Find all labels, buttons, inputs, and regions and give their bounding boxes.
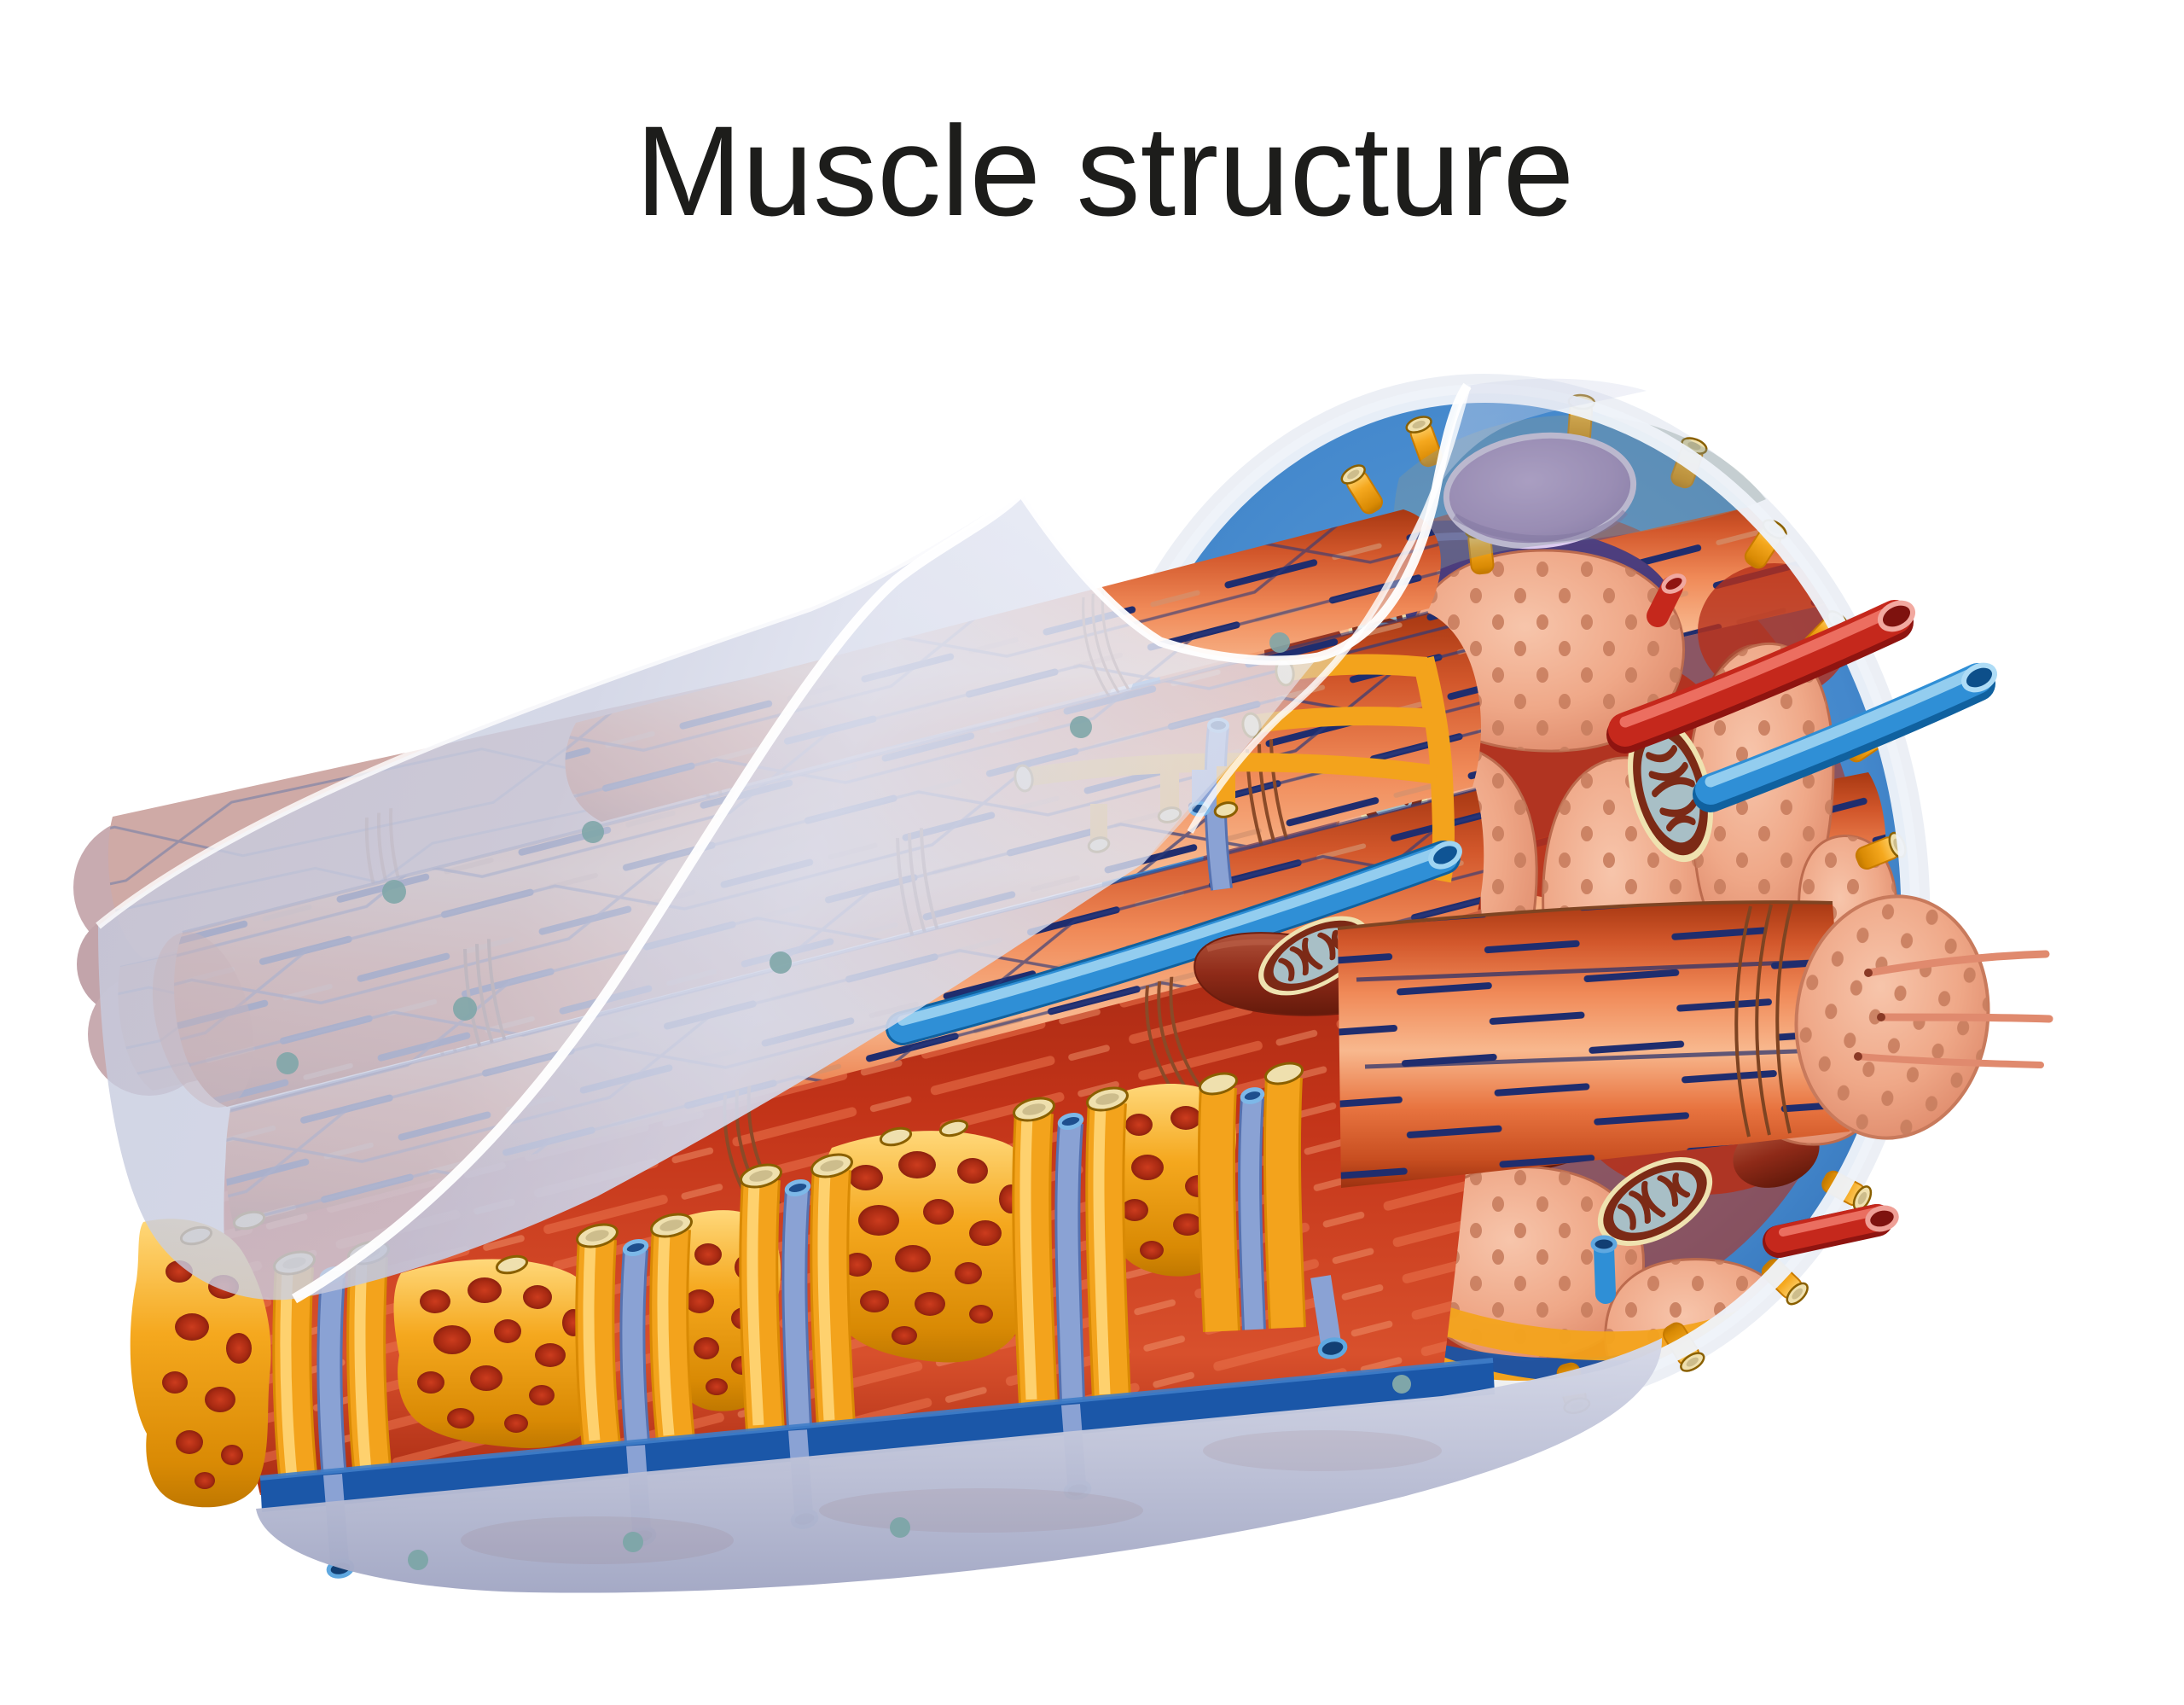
artery bbox=[1606, 600, 1915, 754]
artery-stub-bottom bbox=[1763, 1204, 1899, 1258]
vein bbox=[1693, 662, 1998, 812]
nerve-fibers bbox=[1855, 950, 2053, 1068]
protruding-muscle-fiber bbox=[1337, 894, 2053, 1188]
nucleus bbox=[1443, 432, 1637, 550]
sheet-fold-edge bbox=[291, 487, 1025, 1304]
nucleus-dot bbox=[276, 1052, 299, 1074]
blood-vessels bbox=[1606, 573, 1998, 1258]
nucleus-dot bbox=[382, 880, 406, 904]
nucleus-dot bbox=[1392, 1375, 1411, 1394]
nucleus-dot bbox=[890, 1517, 910, 1538]
sheet-fold-underside bbox=[294, 492, 1318, 1299]
triad bbox=[575, 1213, 695, 1448]
nucleus-dot bbox=[1070, 716, 1092, 738]
triad bbox=[1012, 1086, 1131, 1406]
sheet-silhouette-edge bbox=[96, 488, 1024, 929]
vein-opening bbox=[1960, 662, 1998, 693]
basement-membrane bbox=[256, 1338, 1663, 1593]
nucleus-dot bbox=[453, 997, 477, 1021]
nucleus-dot bbox=[623, 1532, 643, 1552]
capillary bbox=[886, 841, 1462, 1045]
sheet-disc-edge bbox=[1187, 385, 1471, 834]
nucleus-dot bbox=[582, 821, 604, 843]
artery-stub-top bbox=[1647, 573, 1687, 627]
fascicle-face bbox=[1412, 1165, 1645, 1361]
capillary-stub bbox=[1590, 1235, 1618, 1304]
artery-opening bbox=[1878, 600, 1915, 632]
nucleus-dot bbox=[408, 1550, 428, 1570]
nucleus-dot bbox=[770, 951, 792, 974]
triad bbox=[1197, 1062, 1306, 1333]
epimysium-sheet bbox=[96, 378, 1647, 1304]
nucleus-dot bbox=[1269, 632, 1290, 653]
page-title: Muscle structure bbox=[636, 99, 1574, 242]
sheet-nuclei bbox=[276, 632, 1290, 1074]
triad bbox=[739, 1153, 856, 1432]
